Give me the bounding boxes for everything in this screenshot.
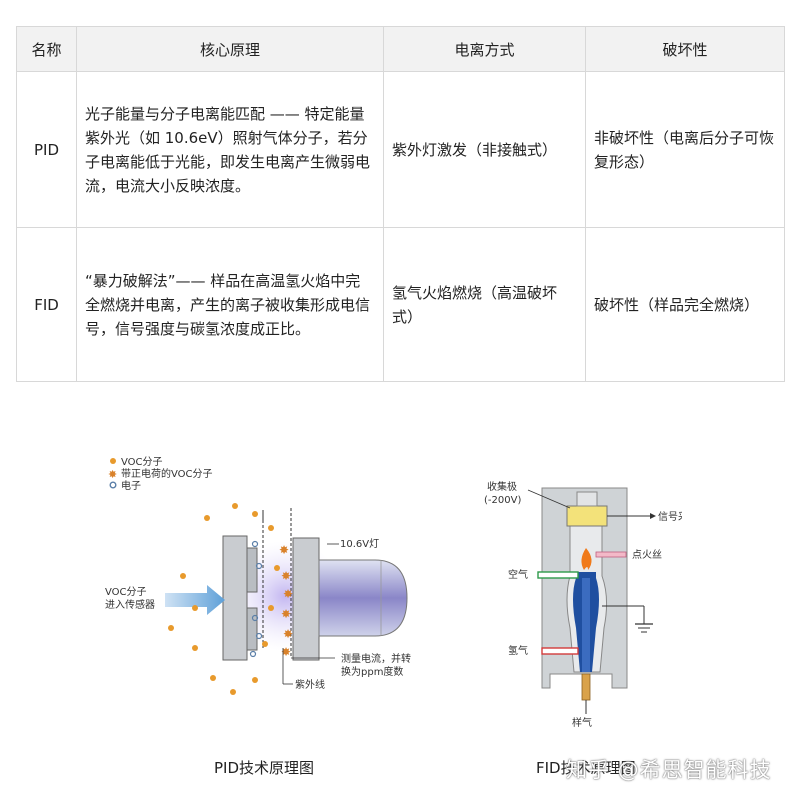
measure-label-1: 测量电流，并转 [341, 652, 411, 665]
row-name: FID [16, 227, 77, 382]
hydrogen-inlet [541, 647, 579, 655]
svg-text:✸: ✸ [279, 543, 289, 557]
legend-voc: VOC分子 [121, 456, 163, 468]
measure-label-2: 换为ppm度数 [341, 665, 403, 678]
legend-charged-voc: 带正电荷的VOC分子 [121, 467, 213, 480]
uv-label: 紫外线 [295, 678, 325, 691]
row-ionization: 氢气火焰燃烧（高温破坏式） [383, 227, 586, 382]
row-principle: 光子能量与分子电离能匹配 —— 特定能量紫外光（如 10.6eV）照射气体分子，… [76, 71, 384, 228]
svg-text:✸: ✸ [281, 569, 291, 583]
right-electrode [292, 537, 320, 661]
fid-diagram: 收集极 (-200V) 信号采集 点火丝 空气 氢气 样气 [484, 480, 682, 729]
voc-dot-icon [110, 458, 116, 464]
sample-label: 样气 [572, 716, 592, 729]
lamp-label: 10.6V灯 [340, 538, 379, 550]
pid-caption: PID技术原理图 [214, 759, 315, 777]
row-destructive: 非破坏性（电离后分子可恢复形态） [585, 71, 785, 228]
electrons [249, 540, 263, 658]
watermark: 知乎 @希思智能科技 [566, 758, 772, 782]
table-row: FID “暴力破解法”—— 样品在高温氢火焰中完全燃烧并电离，产生的离子被收集形… [16, 227, 785, 382]
header-ionization: 电离方式 [383, 26, 586, 72]
charged-voc-molecules: ✸ ✸ ✸ ✸ ✸ ✸ [279, 543, 293, 659]
voc-molecules [168, 503, 280, 695]
pid-diagram: VOC分子 ✸ 带正电荷的VOC分子 电子 10.6V灯 VOC分子 进入传感器… [105, 456, 411, 695]
header-principle: 核心原理 [76, 26, 384, 72]
svg-text:✸: ✸ [281, 645, 291, 659]
row-principle: “暴力破解法”—— 样品在高温氢火焰中完全燃烧并电离，产生的离子被收集形成电信号… [76, 227, 384, 382]
inlet-arrow-icon [165, 585, 225, 615]
comparison-table: 名称 核心原理 电离方式 破坏性 PID 光子能量与分子电离能匹配 —— 特定能… [16, 26, 785, 382]
charged-voc-icon: ✸ [108, 468, 117, 481]
inlet-label-1: VOC分子 [105, 586, 147, 598]
row-name: PID [16, 71, 77, 228]
svg-text:✸: ✸ [283, 627, 293, 641]
signal-label: 信号采集 [658, 510, 682, 523]
table-row: PID 光子能量与分子电离能匹配 —— 特定能量紫外光（如 10.6eV）照射气… [16, 71, 785, 228]
left-electrode [222, 535, 248, 661]
sample-inlet [581, 673, 591, 701]
air-label: 空气 [508, 568, 528, 581]
header-destructive: 破坏性 [585, 26, 785, 72]
table-header-row: 名称 核心原理 电离方式 破坏性 [16, 26, 785, 72]
inlet-label-2: 进入传感器 [105, 598, 155, 611]
fid-caption: FID技术原理图 [536, 759, 636, 777]
collector-electrode [566, 505, 608, 527]
svg-text:✸: ✸ [281, 607, 291, 621]
igniter-wire [595, 551, 627, 558]
row-destructive: 破坏性（样品完全燃烧） [585, 227, 785, 382]
collector-label-2: (-200V) [484, 495, 521, 506]
legend-electron: 电子 [121, 479, 141, 492]
header-name: 名称 [16, 26, 77, 72]
hydrogen-label: 氢气 [508, 644, 528, 657]
uv-lamp [318, 559, 408, 637]
svg-text:✸: ✸ [283, 587, 293, 601]
igniter-label: 点火丝 [632, 549, 662, 561]
row-ionization: 紫外灯激发（非接触式） [383, 71, 586, 228]
flame-icon [581, 548, 592, 570]
electron-icon [109, 481, 117, 489]
collector-label-1: 收集极 [487, 480, 517, 493]
air-inlet [537, 571, 579, 579]
